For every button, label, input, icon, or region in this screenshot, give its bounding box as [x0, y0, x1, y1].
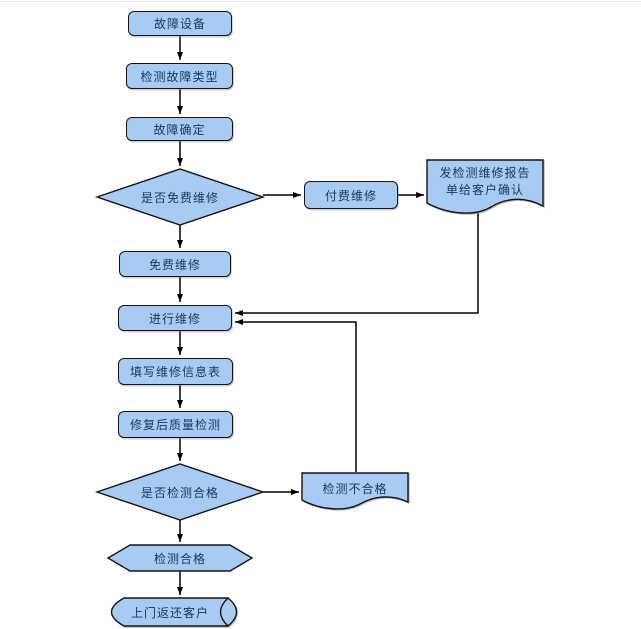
node-post-repair-quality-check: 修复后质量检测	[118, 411, 233, 438]
node-is-check-passed-shape	[94, 463, 266, 521]
node-is-check-passed-label: 是否检测合格	[140, 486, 219, 500]
connector-report-to-repair	[235, 213, 479, 316]
node-fault-confirmed: 故障确定	[126, 117, 233, 141]
node-send-report-doc-label: 发检测维修报告单给客户确认	[439, 166, 531, 197]
node-send-report-doc-shape	[426, 159, 544, 214]
node-check-failed-label: 检测不合格	[322, 482, 388, 496]
node-faulty-device: 故障设备	[128, 11, 232, 36]
node-check-failed-shape	[301, 472, 409, 510]
node-check-passed-label: 检测合格	[153, 552, 206, 566]
connector-failed-to-repair	[235, 319, 357, 472]
node-check-passed-shape	[106, 544, 254, 572]
node-is-free-repair-label: 是否免费维修	[140, 191, 219, 205]
node-do-repair: 进行维修	[118, 305, 232, 331]
node-return-to-customer-label: 上门返还客户	[130, 606, 209, 620]
node-is-free-repair-shape	[94, 168, 266, 226]
node-free-repair: 免费维修	[119, 251, 231, 277]
page-top-border	[0, 1, 641, 2]
node-return-to-customer-seam	[219, 597, 229, 627]
node-fill-repair-form: 填写维修信息表	[118, 358, 233, 385]
node-detect-fault-type: 检测故障类型	[126, 63, 233, 89]
node-paid-repair: 付费维修	[304, 181, 398, 209]
